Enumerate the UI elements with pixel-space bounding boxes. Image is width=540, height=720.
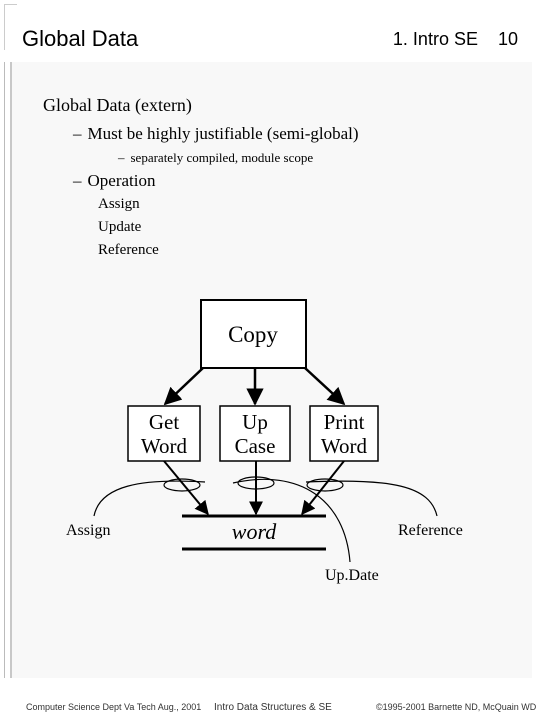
- print-word-label-1: Print: [324, 410, 365, 434]
- bullet-text: Must be highly justifiable (semi-global): [87, 124, 359, 143]
- copy-label: Copy: [228, 322, 278, 347]
- operation-reference: Reference: [98, 242, 159, 258]
- header-corner-decoration: [4, 4, 17, 50]
- print-word-label-2: Word: [321, 434, 368, 458]
- footer-center: Intro Data Structures & SE: [214, 702, 332, 713]
- copy-box: [200, 299, 307, 369]
- left-rule: [4, 62, 5, 678]
- arrow-printword-to-word: [301, 460, 345, 516]
- footer-right: ©1995-2001 Barnette ND, McQuain WD: [376, 702, 537, 712]
- section-label: 1. Intro SE: [392, 29, 478, 49]
- data-link-oval-printword: [306, 478, 344, 492]
- arrow-copy-to-getword: [163, 367, 204, 406]
- footer-left: Computer Science Dept Va Tech Aug., 2001: [26, 702, 202, 712]
- get-word-box: [127, 405, 201, 462]
- arrow-copy-to-printword: [304, 367, 346, 406]
- get-word-label-1: Get: [149, 410, 179, 434]
- page-number: 10: [497, 29, 518, 49]
- assign-flow-curve: [93, 480, 206, 517]
- assign-label: Assign: [66, 522, 110, 539]
- reference-flow-curve: [305, 480, 438, 517]
- reference-label: Reference: [398, 522, 463, 539]
- bullet-subitem-scope: –separately compiled, module scope: [118, 150, 313, 166]
- bullet-heading: Global Data (extern): [43, 95, 192, 115]
- data-store-label: word: [232, 519, 277, 544]
- bullet-item-justifiable: –Must be highly justifiable (semi-global…: [73, 124, 359, 144]
- bullet-item-operation: –Operation: [73, 171, 155, 191]
- up-case-box: [219, 405, 291, 462]
- up-case-label-1: Up: [242, 410, 268, 434]
- data-link-oval-getword: [163, 478, 201, 492]
- update-label: Up.Date: [325, 567, 379, 584]
- slide-header-right: 1. Intro SE 10: [393, 29, 518, 50]
- bullet-dash: –: [73, 124, 82, 143]
- get-word-label-2: Word: [141, 434, 188, 458]
- bullet-text: separately compiled, module scope: [130, 150, 314, 165]
- bullet-text: Operation: [87, 171, 156, 190]
- operation-assign: Assign: [98, 196, 140, 212]
- bullet-dash: –: [73, 171, 82, 190]
- print-word-box: [309, 405, 379, 462]
- operation-update: Update: [98, 219, 142, 235]
- update-flow-curve: [232, 478, 351, 563]
- slide-title: Global Data: [22, 26, 139, 51]
- up-case-label-2: Case: [235, 434, 276, 458]
- arrow-getword-to-word: [163, 460, 209, 516]
- bullet-dash: –: [118, 150, 125, 165]
- content-panel: [10, 62, 532, 678]
